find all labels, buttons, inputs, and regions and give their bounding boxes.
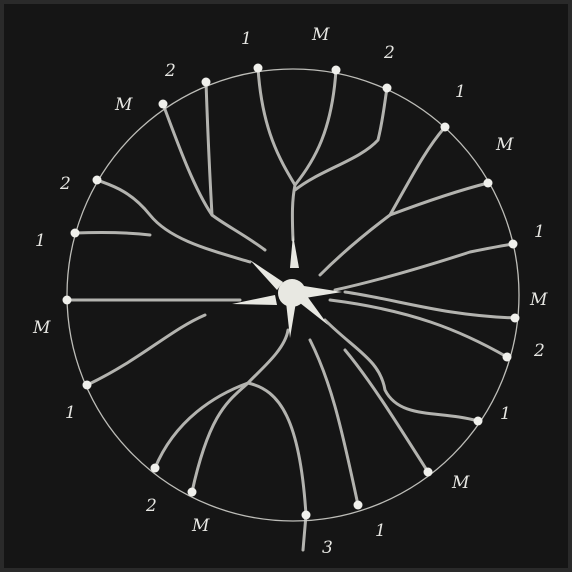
rim-label: 2 <box>383 43 395 63</box>
rim-node <box>503 353 512 362</box>
canal-upper-left-b <box>163 104 212 215</box>
rim-node <box>474 417 483 426</box>
rim-label: 1 <box>375 521 386 541</box>
canal-bottom-b <box>248 383 306 515</box>
canal-left-1 <box>97 180 250 262</box>
rim-label: 2 <box>164 61 176 81</box>
rim-label: 2 <box>59 174 71 194</box>
rim-label: 1 <box>35 231 46 251</box>
rim-label: M <box>451 473 470 493</box>
rim-node <box>302 511 311 520</box>
rim-label: 3 <box>322 538 333 558</box>
rim-label: M <box>114 95 133 115</box>
rim-node <box>93 176 102 185</box>
rim-label: 1 <box>65 403 76 423</box>
canal-top <box>258 68 295 240</box>
canal-top-b <box>295 70 336 185</box>
canal-left-low <box>87 315 205 385</box>
rim-label: 1 <box>241 29 252 49</box>
canal-right-1 <box>335 244 513 290</box>
rim-label: 1 <box>455 82 466 102</box>
rim-node <box>511 314 520 323</box>
rim-label: M <box>191 516 210 536</box>
rim-node <box>159 100 168 109</box>
rim-node <box>63 296 72 305</box>
rim-node <box>83 381 92 390</box>
rim-node <box>441 123 450 132</box>
rim-node <box>424 468 433 477</box>
canal-lower-right <box>325 320 478 421</box>
rim-node <box>202 78 211 87</box>
rim-label: M <box>311 25 330 45</box>
rim-node <box>484 179 493 188</box>
canal-left-2 <box>75 232 150 235</box>
canal-lower-right-c <box>310 340 358 505</box>
central-star <box>232 235 342 338</box>
canal-bottom <box>192 330 288 492</box>
canal-upper-left <box>206 82 265 250</box>
rim-node <box>188 488 197 497</box>
rim-label: 1 <box>534 222 545 242</box>
rim-node <box>151 464 160 473</box>
rim-label: 2 <box>533 341 545 361</box>
rim-node <box>254 64 263 73</box>
rim-node <box>71 229 80 238</box>
rim-node <box>383 84 392 93</box>
rim-label: M <box>495 135 514 155</box>
rim-label: 2 <box>145 496 157 516</box>
rim-node <box>354 501 363 510</box>
rim-label: M <box>32 318 51 338</box>
rim-label: 1 <box>500 404 511 424</box>
rim-node <box>509 240 518 249</box>
rim-label: M <box>529 290 548 310</box>
canal-top-c <box>295 88 387 190</box>
rim-node <box>332 66 341 75</box>
